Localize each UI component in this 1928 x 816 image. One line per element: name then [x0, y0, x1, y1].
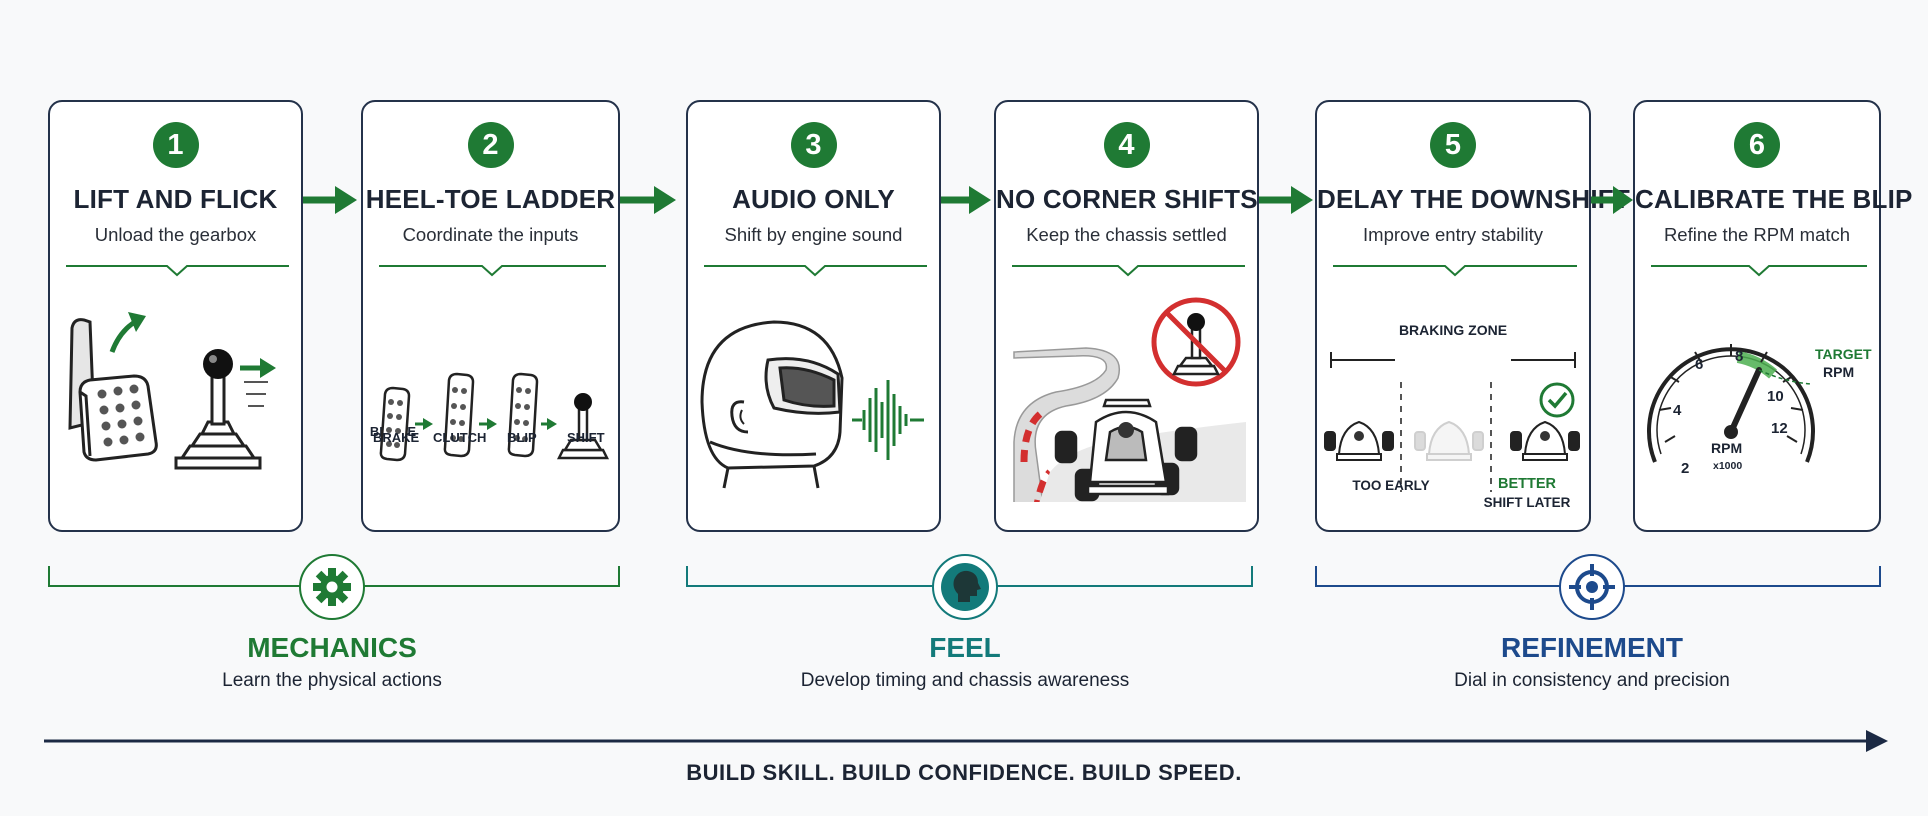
step-card-2: 2 HEEL-TOE LADDER Coordinate the inputs …	[361, 100, 620, 532]
divider-caret	[1012, 265, 1245, 277]
phase-subtitle: Develop timing and chassis awareness	[800, 670, 1130, 691]
step-card-3: 3 AUDIO ONLY Shift by engine sound	[686, 100, 941, 532]
step-card-6: 6 CALIBRATE THE BLIP Refine the RPM matc…	[1633, 100, 1913, 532]
target-icon	[1559, 554, 1625, 620]
shift-later-label: SHIFT LATER	[1483, 495, 1571, 510]
step-number: 5	[1430, 122, 1476, 168]
phase-title: REFINEMENT	[1501, 632, 1683, 663]
pedal-and-shifter-icon	[68, 312, 276, 470]
step-number: 3	[790, 122, 837, 168]
ladder-label: BLIP	[507, 430, 537, 445]
phase-subtitle: Learn the physical actions	[222, 670, 442, 691]
gauge-tick: 12	[1771, 420, 1788, 437]
step-arrow-icon	[620, 186, 676, 214]
gauge-tick: 6	[1695, 356, 1704, 373]
step-card-5: 5 DELAY THE DOWNSHIFT Improve entry stab…	[1315, 100, 1630, 532]
step-title: CALIBRATE THE BLIP	[1635, 184, 1913, 214]
gear-icon	[299, 554, 365, 620]
braking-zone-label: BRAKING ZONE	[1398, 322, 1508, 338]
step-title: DELAY THE DOWNSHIFT	[1317, 184, 1630, 214]
gauge-tick: 8	[1735, 348, 1744, 365]
ladder-label: BRAKE	[373, 430, 420, 445]
step-number: 1	[152, 122, 199, 168]
heel-toe-sequence-icon: BRAKE	[370, 372, 610, 462]
step-arrow-icon	[1591, 186, 1633, 214]
phase-title: FEEL	[929, 632, 1001, 663]
divider-caret	[379, 265, 606, 277]
divider-caret	[704, 265, 927, 277]
gauge-tick: 10	[1767, 388, 1784, 405]
divider-caret	[1651, 265, 1867, 277]
rpm-gauge-icon	[1647, 344, 1815, 463]
ladder-label: SHIFT	[567, 430, 605, 445]
step-number: 4	[1103, 122, 1150, 168]
step-arrow-icon	[1259, 186, 1313, 214]
ladder-label: CLUTCH	[433, 430, 487, 445]
step-subtitle: Refine the RPM match	[1663, 224, 1851, 245]
gauge-tick: 2	[1681, 460, 1690, 477]
step-subtitle: Improve entry stability	[1363, 224, 1543, 245]
gauge-label: RPM	[1711, 440, 1743, 456]
target-unit: RPM	[1823, 364, 1855, 380]
step-subtitle: Keep the chassis settled	[1026, 224, 1227, 245]
step-title: LIFT AND FLICK	[73, 184, 278, 214]
step-title: AUDIO ONLY	[732, 184, 895, 214]
step-title: HEEL-TOE LADDER	[365, 184, 616, 214]
step-number: 2	[467, 122, 514, 168]
footer-tagline: BUILD SKILL. BUILD CONFIDENCE. BUILD SPE…	[686, 760, 1242, 785]
phase-subtitle: Dial in consistency and precision	[1454, 670, 1730, 691]
phase-title: MECHANICS	[247, 632, 417, 663]
better-label: BETTER	[1498, 476, 1556, 492]
head-profile-icon	[932, 554, 998, 620]
step-subtitle: Unload the gearbox	[94, 224, 257, 245]
too-early-label: TOO EARLY	[1352, 478, 1430, 493]
gauge-unit: x1000	[1713, 460, 1743, 472]
helmet-sound-icon	[700, 320, 924, 489]
step-arrow-icon	[941, 186, 991, 214]
step-card-4: 4 NO CORNER SHIFTS Keep the chassis sett…	[994, 100, 1259, 532]
step-arrow-icon	[303, 186, 357, 214]
step-subtitle: Coordinate the inputs	[402, 224, 579, 245]
timeline-arrow-icon	[44, 730, 1888, 752]
step-card-1: 1 LIFT AND FLICK Unload the gearbox	[48, 100, 303, 532]
target-label: TARGET	[1815, 346, 1872, 362]
race-car-corner-icon	[1013, 297, 1246, 502]
step-subtitle: Shift by engine sound	[724, 224, 903, 245]
divider-caret	[1333, 265, 1577, 277]
braking-zone-icon	[1324, 352, 1580, 492]
step-number: 6	[1734, 122, 1780, 168]
step-title: NO CORNER SHIFTS	[996, 184, 1258, 214]
divider-caret	[66, 265, 289, 277]
gauge-tick: 4	[1673, 402, 1682, 419]
